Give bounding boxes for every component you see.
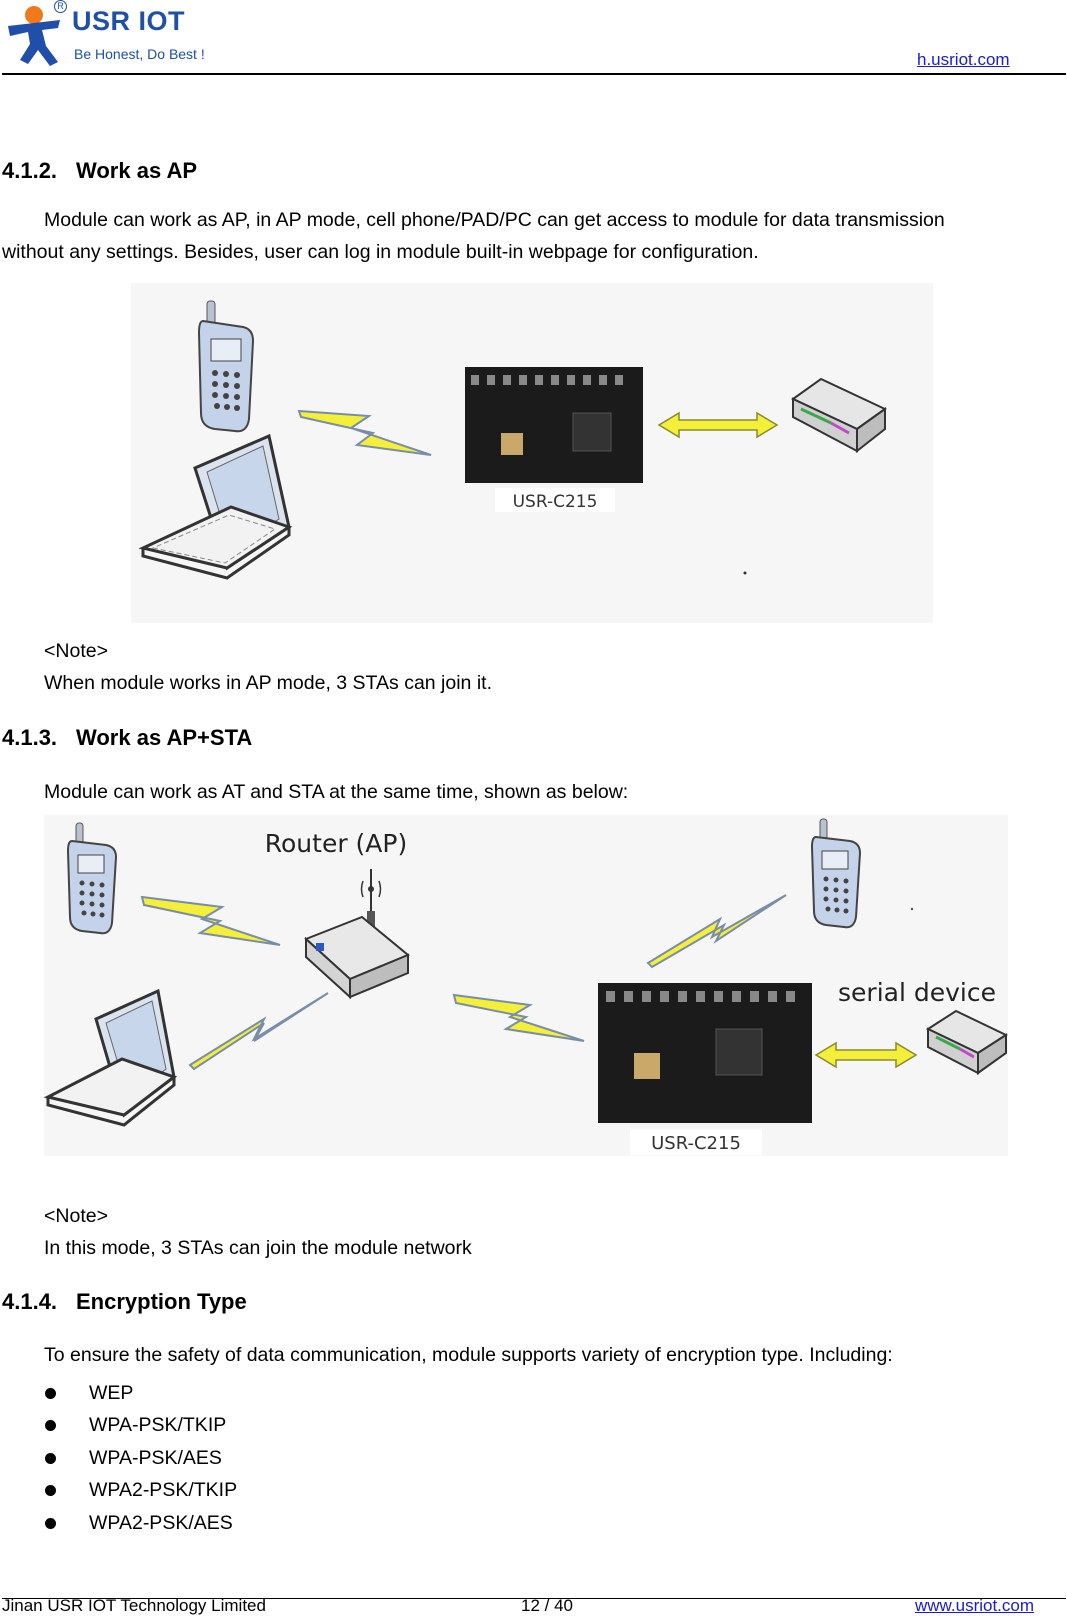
module-label: USR-C215 bbox=[651, 1133, 741, 1154]
double-arrow-icon bbox=[657, 411, 779, 439]
wireless-signal-icon bbox=[452, 993, 585, 1042]
section-title: Encryption Type bbox=[76, 1289, 247, 1314]
double-arrow-icon bbox=[814, 1041, 918, 1069]
encryption-type-list: WEP WPA-PSK/TKIP WPA-PSK/AES WPA2-PSK/TK… bbox=[44, 1377, 237, 1540]
ap-mode-diagram: USR-C215 bbox=[131, 283, 933, 623]
section-title: Work as AP+STA bbox=[76, 725, 253, 750]
list-item: WPA-PSK/AES bbox=[44, 1442, 237, 1475]
list-item: WPA2-PSK/AES bbox=[44, 1507, 237, 1540]
wireless-signal-icon bbox=[140, 895, 281, 946]
cell-phone-icon bbox=[810, 818, 862, 929]
list-item-label: WPA-PSK/AES bbox=[89, 1446, 222, 1469]
serial-device-label: serial device bbox=[838, 978, 996, 1007]
wifi-module-board: USR-C215 bbox=[465, 367, 643, 512]
note-text: When module works in AP mode, 3 STAs can… bbox=[44, 672, 492, 694]
note-label: <Note> bbox=[44, 1205, 108, 1227]
module-label: USR-C215 bbox=[513, 492, 598, 512]
serial-device-icon bbox=[925, 1009, 1008, 1075]
brand-name: USR IOT bbox=[72, 6, 186, 36]
person-logo-icon bbox=[8, 6, 60, 66]
cell-phone-icon bbox=[66, 822, 118, 935]
page-number: 12 / 40 bbox=[521, 1596, 573, 1615]
section-number: 4.1.4. bbox=[2, 1289, 58, 1314]
wireless-signal-icon bbox=[188, 992, 329, 1071]
note-text: In this mode, 3 STAs can join the module… bbox=[44, 1237, 472, 1259]
bullet-icon bbox=[45, 1452, 56, 1464]
usr-iot-logo: R bbox=[2, 0, 207, 70]
footer-website-link[interactable]: www.usriot.com bbox=[915, 1596, 1035, 1615]
section-title: Work as AP bbox=[76, 158, 198, 183]
cell-phone-icon bbox=[197, 300, 255, 433]
wireless-signal-icon bbox=[646, 894, 787, 969]
brand-slogan: Be Honest, Do Best ! bbox=[74, 46, 205, 62]
paragraph: To ensure the safety of data communicati… bbox=[44, 1344, 893, 1366]
note-label: <Note> bbox=[44, 640, 108, 662]
footer-company: Jinan USR IOT Technology Limited bbox=[2, 1596, 266, 1615]
header-website-link[interactable]: h.usriot.com bbox=[917, 50, 1010, 69]
router-icon bbox=[304, 869, 410, 1000]
list-item-label: WPA2-PSK/AES bbox=[89, 1511, 233, 1534]
paragraph: Module can work as AT and STA at the sam… bbox=[44, 781, 629, 803]
ap-sta-mode-diagram: Router (AP) USR-C215 serial devi bbox=[44, 815, 1008, 1156]
bullet-icon bbox=[45, 1387, 56, 1399]
registered-mark: R bbox=[54, 0, 67, 13]
list-item-label: WPA2-PSK/TKIP bbox=[89, 1479, 238, 1502]
paragraph-line: without any settings. Besides, user can … bbox=[2, 241, 759, 263]
section-heading-encryption-type: 4.1.4. Encryption Type bbox=[2, 1289, 247, 1315]
paragraph-line: Module can work as AP, in AP mode, cell … bbox=[44, 209, 945, 231]
list-item-label: WPA-PSK/TKIP bbox=[89, 1414, 227, 1437]
list-item: WPA-PSK/TKIP bbox=[44, 1410, 237, 1443]
laptop-icon bbox=[44, 988, 178, 1127]
bullet-icon bbox=[45, 1485, 56, 1497]
section-number: 4.1.3. bbox=[2, 725, 58, 750]
section-heading-work-as-ap: 4.1.2. Work as AP bbox=[2, 158, 197, 184]
list-item: WEP bbox=[44, 1377, 237, 1410]
router-label: Router (AP) bbox=[265, 829, 407, 858]
list-item: WPA2-PSK/TKIP bbox=[44, 1475, 237, 1508]
wifi-module-board: USR-C215 bbox=[598, 983, 812, 1155]
list-item-label: WEP bbox=[89, 1381, 134, 1404]
section-number: 4.1.2. bbox=[2, 158, 58, 183]
section-heading-work-as-ap-sta: 4.1.3. Work as AP+STA bbox=[2, 725, 252, 751]
bullet-icon bbox=[45, 1517, 56, 1529]
laptop-icon bbox=[138, 433, 293, 580]
bullet-icon bbox=[45, 1420, 56, 1432]
header-divider bbox=[2, 73, 1066, 75]
footer-divider bbox=[2, 1598, 1066, 1599]
serial-device-icon bbox=[791, 377, 887, 454]
wireless-signal-icon bbox=[297, 409, 432, 456]
